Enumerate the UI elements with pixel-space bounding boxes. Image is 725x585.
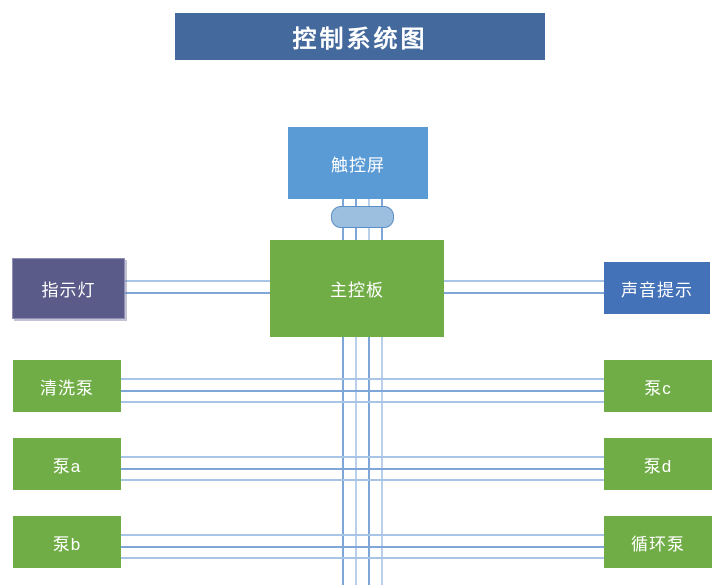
node-pump-right-1-label: 泵c — [644, 378, 672, 398]
node-main-control-board-label: 主控板 — [330, 281, 384, 300]
node-indicator-lamp-label: 指示灯 — [41, 281, 96, 300]
node-sound-prompt[interactable]: 声音提示 — [604, 262, 710, 314]
node-main-control-board[interactable]: 主控板 — [270, 240, 444, 337]
wire-mainboard-sound-2 — [442, 292, 606, 294]
wire-pump-row1-a — [121, 378, 606, 380]
wire-indicator-mainboard-1 — [125, 280, 273, 282]
wire-pump-row2-c — [121, 479, 606, 481]
diagram-title-banner: 控制系统图 — [175, 13, 545, 60]
wire-pump-row3-a — [121, 534, 606, 536]
node-pump-right-2-label: 泵d — [643, 456, 673, 476]
node-touchscreen[interactable]: 触控屏 — [288, 127, 428, 199]
wire-pump-row3-c — [121, 557, 606, 559]
wire-indicator-mainboard-2 — [125, 292, 273, 294]
wire-pump-row1-c — [121, 401, 606, 403]
node-pump-left-2[interactable]: 泵a — [13, 438, 121, 490]
node-pump-left-3-label: 泵b — [52, 534, 82, 554]
node-sound-prompt-label: 声音提示 — [621, 280, 693, 300]
node-pump-right-2[interactable]: 泵d — [604, 438, 712, 490]
node-pump-left-1[interactable]: 清洗泵 — [13, 360, 121, 412]
wire-pump-row3-b — [121, 546, 606, 548]
bus-vertical-3 — [368, 336, 370, 585]
wire-pump-row1-b — [121, 390, 606, 392]
node-touchscreen-label: 触控屏 — [331, 155, 385, 175]
node-pump-left-3[interactable]: 泵b — [13, 516, 121, 568]
wire-mainboard-sound-1 — [442, 280, 606, 282]
cable-connector-icon — [331, 206, 394, 228]
node-pump-left-1-label: 清洗泵 — [40, 378, 94, 398]
node-pump-right-1[interactable]: 泵c — [604, 360, 712, 412]
bus-vertical-4 — [381, 336, 383, 585]
node-indicator-lamp[interactable]: 指示灯 — [12, 258, 125, 319]
wire-pump-row2-b — [121, 468, 606, 470]
node-pump-right-3-label: 循环泵 — [631, 534, 685, 554]
bus-vertical-2 — [355, 336, 357, 585]
node-pump-left-2-label: 泵a — [52, 456, 82, 476]
bus-vertical-1 — [342, 336, 344, 585]
diagram-title-text: 控制系统图 — [292, 26, 428, 53]
node-pump-right-3[interactable]: 循环泵 — [604, 516, 712, 568]
wire-pump-row2-a — [121, 456, 606, 458]
